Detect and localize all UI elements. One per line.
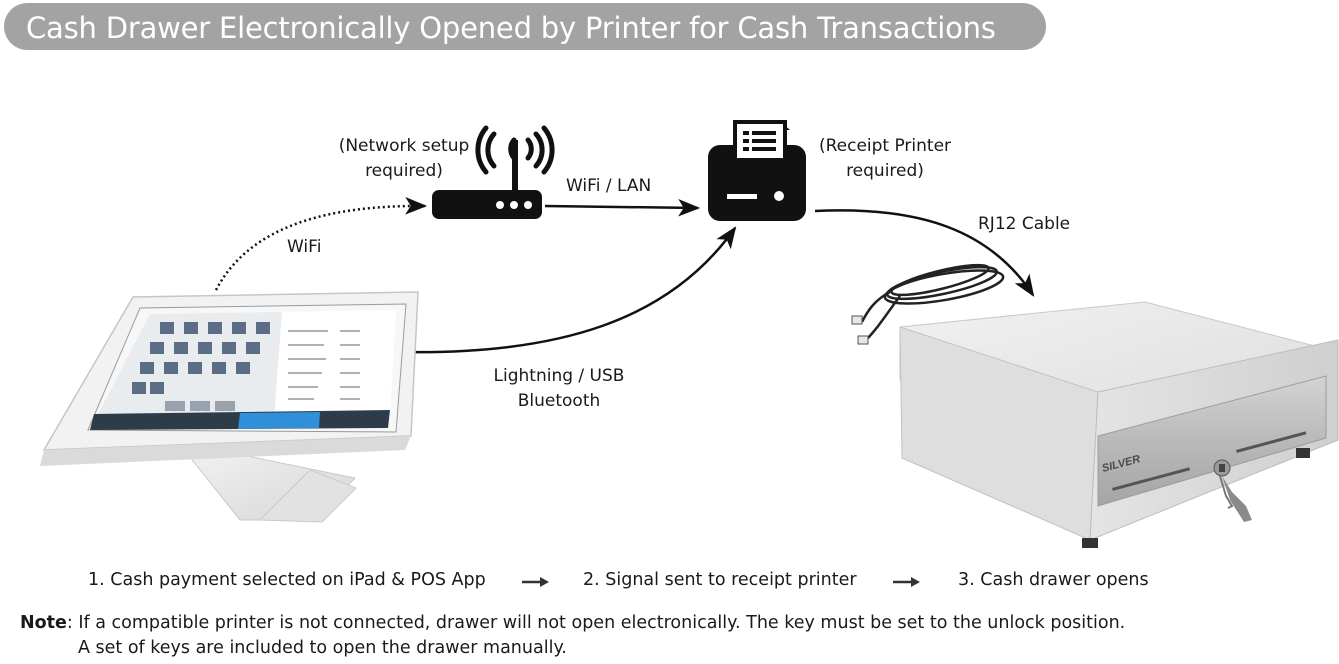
wifi-label: WiFi [287,237,322,257]
step-1: 1. Cash payment selected on iPad & POS A… [88,570,486,590]
note-label: Note [20,613,67,633]
note-text-1: : If a compatible printer is not connect… [66,613,1126,633]
network-setup-line2: required) [365,161,443,181]
wifi-dotted-arrow [214,196,428,291]
note-line-2: A set of keys are included to open the d… [78,638,567,658]
rj12-cable-arrow [814,209,1035,297]
title-banner: Cash Drawer Electronically Opened by Pri… [4,3,1046,50]
receipt-printer-icon [708,120,806,221]
bluetooth-line: Bluetooth [517,391,601,411]
receipt-printer-line2: required) [846,161,924,181]
right-arrow-icon [893,577,920,587]
page-title: Cash Drawer Electronically Opened by Pri… [26,11,996,45]
lightning-usb-arrow [399,226,737,354]
right-arrow-icon [522,577,549,587]
ipad-pos-stand [40,291,419,523]
network-setup-label: (Network setup required) [334,134,474,184]
step-3: 3. Cash drawer opens [958,570,1149,590]
cash-drawer: SILVER [899,301,1339,548]
wifi-lan-arrow [544,198,701,217]
note-line-1: Note: If a compatible printer is not con… [20,613,1125,633]
receipt-printer-label: (Receipt Printer required) [815,134,955,184]
wifi-lan-label: WiFi / LAN [566,176,652,196]
step-2: 2. Signal sent to receipt printer [583,570,857,590]
lightning-usb-line: Lightning / USB [493,366,625,386]
wifi-router-icon [432,125,555,219]
lightning-usb-label: Lightning / USB Bluetooth [484,364,634,414]
receipt-printer-line1: (Receipt Printer [818,136,952,156]
rj12-cable-label: RJ12 Cable [978,214,1071,234]
rj12-cable [851,263,1005,345]
network-setup-line1: (Network setup [338,136,470,156]
